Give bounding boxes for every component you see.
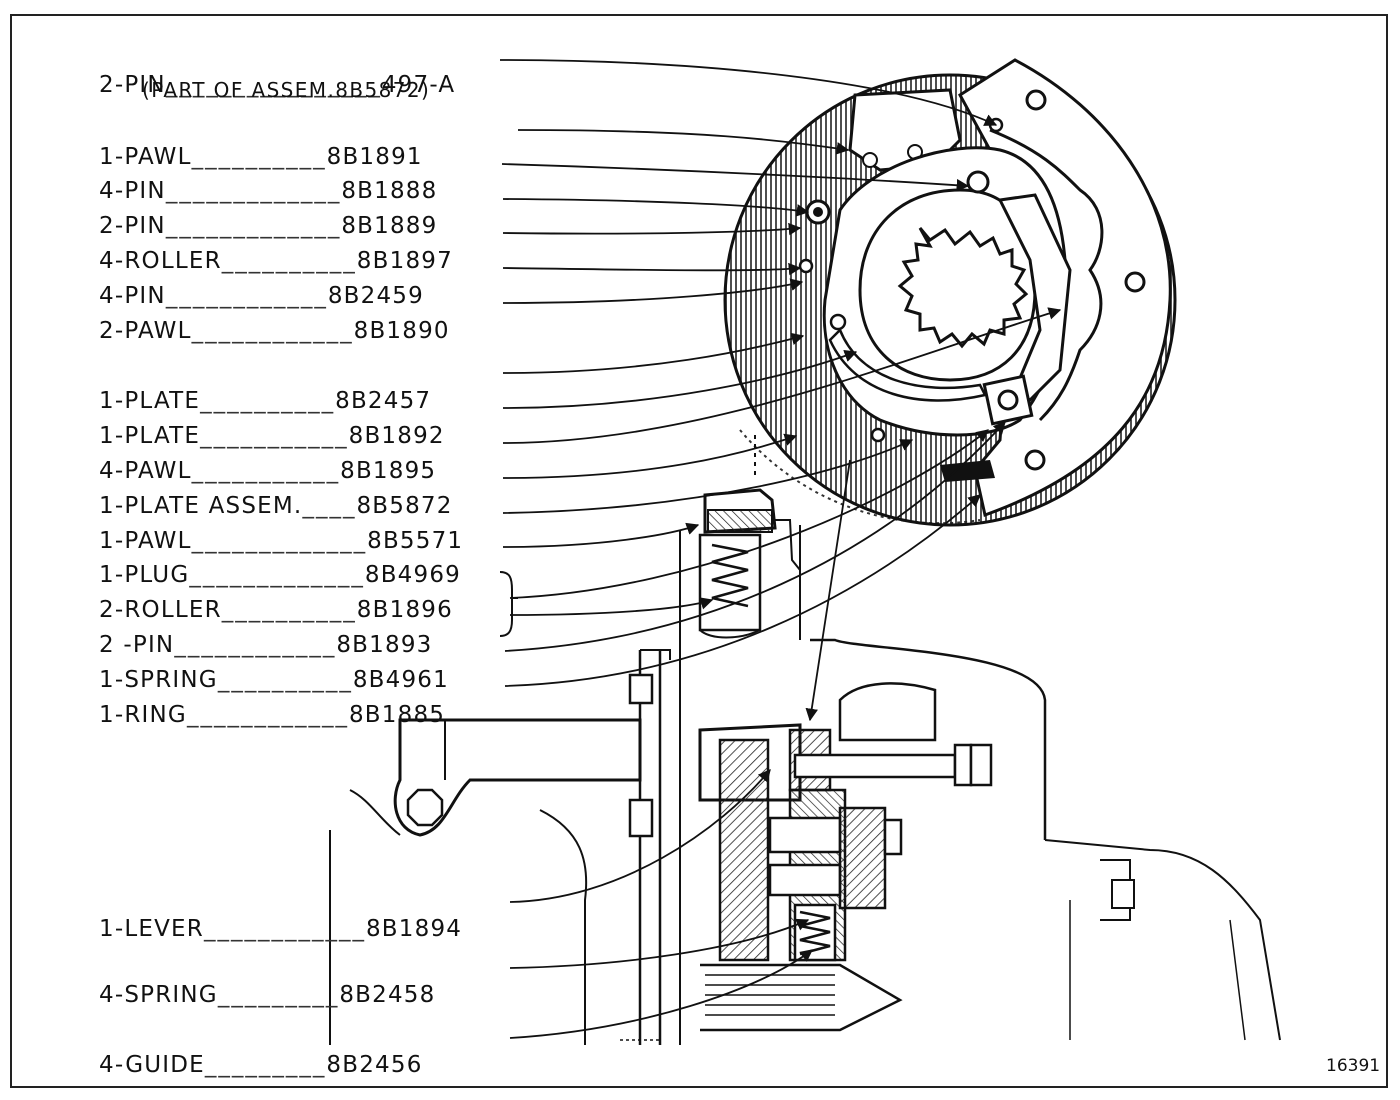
callout-4-pin-8b2459: 4-PIN____________8B2459: [99, 283, 424, 309]
callout-qty: 2 -PIN: [99, 632, 175, 658]
callout-1-pawl-8b5571: 1-PAWL_____________8B5571: [99, 528, 464, 554]
pin-8b1888: [966, 170, 990, 194]
callout-part-no: 8B1889: [341, 213, 438, 239]
leader-lines: [499, 59, 1062, 1039]
callout-2-pin-8b1893: 2 -PIN____________8B1893: [99, 632, 433, 658]
callout-1-spring-8b4961: 1-SPRING__________8B4961: [99, 667, 449, 693]
lever-arm: [393, 718, 642, 837]
callout-qty: 1-PAWL: [99, 144, 192, 170]
callout-qty: 2-PIN: [99, 72, 166, 98]
callout-part-no: 497-A: [381, 72, 456, 98]
callout-part-no: 8B5872: [356, 493, 453, 519]
callout-qty: 4-PIN: [99, 283, 166, 309]
shaft-rod: [793, 753, 957, 779]
callout-part-no: 8B2456: [326, 1052, 423, 1078]
callout-part-no: 8B2457: [335, 388, 432, 414]
callout-note-part-of-assem: (PART OF ASSEM.8B5872): [142, 78, 431, 102]
callout-1-plate-assem-8b5872: 1-PLATE ASSEM.____8B5872: [99, 493, 453, 519]
callout-qty: 2-ROLLER: [99, 597, 222, 623]
callout-qty: 1-LEVER: [99, 916, 204, 942]
bolt-hole-right: [1124, 271, 1146, 293]
callout-4-spring-8b2458: 4-SPRING_________8B2458: [99, 982, 436, 1008]
callout-qty: 2-PIN: [99, 213, 166, 239]
callout-qty: 1-PAWL: [99, 528, 192, 554]
lever-8b1894-section: [718, 738, 770, 962]
callout-qty: 1-RING: [99, 702, 187, 728]
callout-1-plate-8b1892: 1-PLATE___________8B1892: [99, 423, 445, 449]
callout-part-no: 8B1892: [348, 423, 445, 449]
callout-qty: 1-SPRING: [99, 667, 218, 693]
callout-qty: 1-PLUG: [99, 562, 190, 588]
spring-8b2458: [799, 910, 831, 956]
upper-ratchet-assembly: [723, 58, 1177, 527]
right-pawl: [997, 193, 1072, 402]
callout-1-plug-8b4969: 1-PLUG_____________8B4969: [99, 562, 462, 588]
callout-2-pin-8b1889: 2-PIN_____________8B1889: [99, 213, 438, 239]
callout-part-no: 8B4969: [364, 562, 462, 588]
callout-part-no: 8B1895: [340, 458, 437, 484]
callout-part-no: 8B2459: [327, 283, 424, 309]
callout-part-no: 8B5571: [367, 528, 464, 554]
callout-part-no: 8B1897: [356, 248, 453, 274]
callout-qty: 1-PLATE ASSEM.: [99, 493, 303, 519]
callout-part-no: 8B1893: [336, 632, 433, 658]
callout-1-lever-8b1894: 1-LEVER____________8B1894: [99, 916, 463, 942]
brace-roller-pin: [499, 571, 518, 637]
callout-qty: 2-PAWL: [99, 318, 192, 344]
callout-part-no: 8B1885: [348, 702, 446, 728]
nut-stack-lower: [768, 863, 842, 897]
nut-stack-upper: [768, 816, 842, 854]
callout-part-no: 8B1891: [326, 144, 423, 170]
callout-qty: 4-GUIDE: [99, 1052, 205, 1078]
pin-8b2459: [798, 258, 814, 274]
spline-teeth: [897, 227, 1029, 349]
callout-qty: 4-PAWL: [99, 458, 192, 484]
callout-2-roller-8b1896: 2-ROLLER__________8B1896: [99, 597, 453, 623]
callout-2-pawl-8b1890: 2-PAWL____________8B1890: [99, 318, 450, 344]
bolt-head-2: [628, 798, 654, 838]
figure-number: 16391: [1326, 1056, 1381, 1076]
callout-qty: 1-PLATE: [99, 388, 201, 414]
callout-part-no: 8B1894: [365, 916, 463, 942]
callout-qty: 4-PIN: [99, 178, 166, 204]
bolt-hole-top: [1025, 89, 1047, 111]
callout-part-no: 8B1888: [341, 178, 438, 204]
bolt-hole-bottom: [1024, 449, 1046, 471]
callout-qty: 1-PLATE: [99, 423, 201, 449]
callout-part-no: 8B2458: [339, 982, 436, 1008]
callout-4-pin-8b1888: 4-PIN_____________8B1888: [99, 178, 438, 204]
callout-1-pawl-8b1891: 1-PAWL__________8B1891: [99, 144, 423, 170]
callout-part-no: 8B1890: [353, 318, 450, 344]
callout-4-pawl-8b1895: 4-PAWL___________8B1895: [99, 458, 437, 484]
callout-2-pin-497a: 2-PIN________________497-A: [99, 72, 456, 98]
callout-4-guide-8b2456: 4-GUIDE_________8B2456: [99, 1052, 423, 1078]
callout-part-no: 8B1896: [356, 597, 453, 623]
bolt-head-1: [628, 673, 654, 705]
callout-qty: 4-ROLLER: [99, 248, 222, 274]
callout-4-roller-8b1897: 4-ROLLER__________8B1897: [99, 248, 453, 274]
callout-part-no: 8B4961: [352, 667, 449, 693]
callout-1-plate-8b2457: 1-PLATE__________8B2457: [99, 388, 432, 414]
lower-sectional-assembly: [329, 435, 1281, 1045]
callout-qty: 4-SPRING: [99, 982, 218, 1008]
callout-1-ring-8b1885: 1-RING____________8B1885: [99, 702, 446, 728]
